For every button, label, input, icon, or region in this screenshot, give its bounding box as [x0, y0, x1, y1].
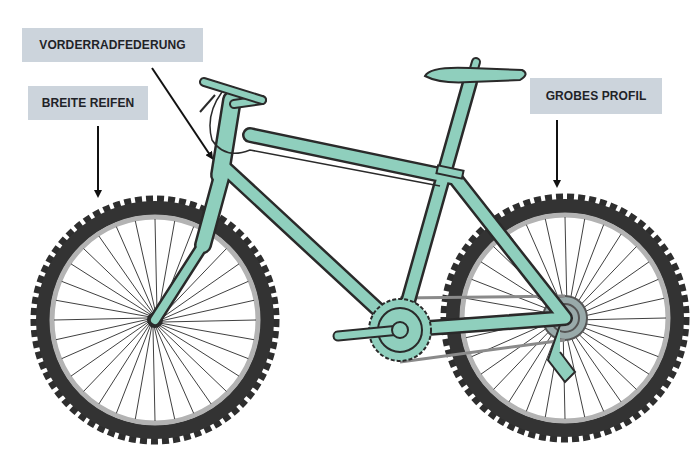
spoke: [161, 320, 256, 322]
crank-arm: [338, 330, 400, 336]
spoke: [99, 236, 154, 314]
spoke: [84, 249, 153, 315]
callout-label: BREITE REIFEN: [28, 86, 148, 120]
callout-label: VORDERRADFEDERUNG: [22, 28, 203, 62]
rim: [52, 217, 258, 423]
tire: [43, 208, 267, 432]
spoke: [155, 219, 157, 314]
frame: [155, 62, 565, 330]
spoke: [160, 323, 254, 340]
spoke: [54, 318, 149, 320]
tire-tread: [34, 199, 276, 441]
brake-lever: [200, 95, 215, 112]
spokes: [54, 219, 256, 421]
spoke: [116, 227, 154, 314]
spoke: [161, 300, 254, 321]
spoke: [153, 326, 155, 421]
spoke: [135, 325, 152, 419]
spoke: [71, 264, 151, 315]
leader-arrow: [97, 126, 99, 196]
crank-arm: [338, 330, 400, 336]
leader-arrow: [556, 120, 558, 186]
spoke: [158, 325, 227, 391]
spoke: [56, 300, 150, 317]
leader-arrow: [152, 68, 212, 158]
spoke: [99, 324, 150, 404]
spoke: [156, 326, 211, 404]
bottom-bracket: [392, 322, 408, 338]
spoke: [62, 320, 149, 358]
spoke: [84, 323, 150, 392]
spoke: [159, 325, 239, 376]
rear-derailleur: [548, 325, 575, 382]
spoke: [56, 319, 149, 340]
callout-label: GROBES PROFIL: [530, 78, 662, 114]
label-text: GROBES PROFIL: [546, 89, 647, 103]
spoke: [154, 326, 175, 419]
seat-clamp: [436, 165, 463, 178]
label-text: BREITE REIFEN: [42, 96, 135, 110]
saddle: [425, 68, 526, 83]
spoke: [71, 321, 149, 376]
frame-outline: [155, 62, 565, 330]
label-text: VORDERRADFEDERUNG: [39, 38, 185, 52]
spoke: [155, 326, 193, 413]
spoke: [135, 221, 156, 314]
brake-cable: [210, 92, 440, 186]
front-wheel: [34, 199, 276, 441]
